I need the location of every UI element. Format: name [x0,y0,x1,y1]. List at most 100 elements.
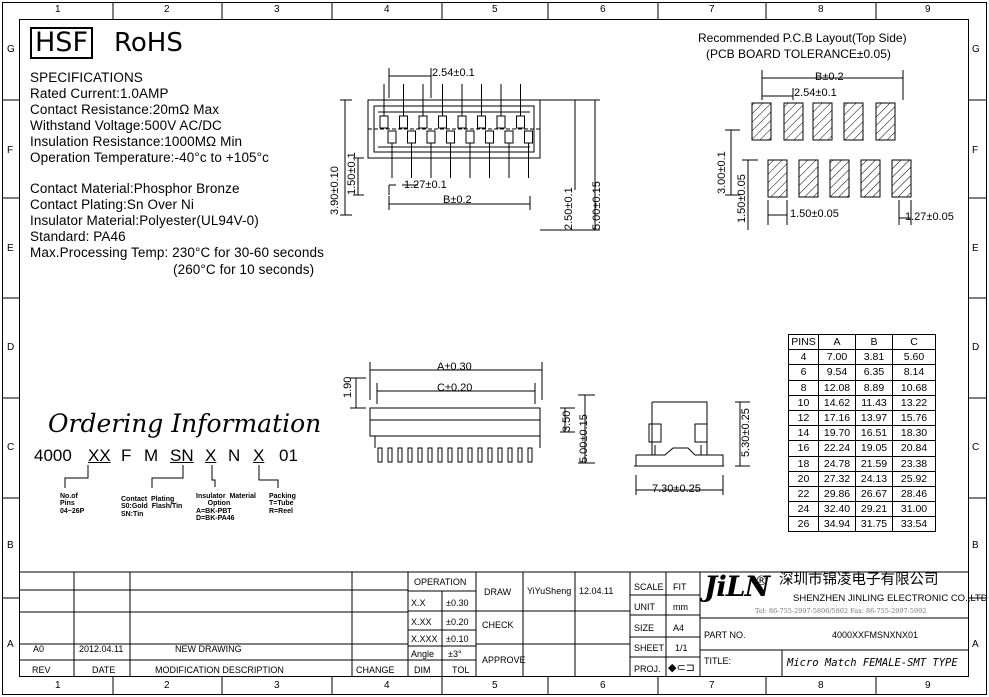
size-label: SIZE [634,623,655,633]
dim-label: 1.50±0.05 [790,208,839,220]
table-cell: B [855,333,893,351]
table-cell: 28.46 [892,485,936,503]
table-cell: 18 [788,455,819,472]
col-label: 8 [818,680,824,691]
note-insulator: Insulator Material Option A=BK-PBT D=BK-… [196,493,256,523]
row-label: E [972,243,979,254]
table-cell: 32.40 [818,501,856,518]
scale-label: SCALE [634,582,664,592]
drawer: YiYuSheng [527,586,572,596]
col-label: 2 [164,680,170,691]
header-date: DATE [92,665,116,675]
title-label: TITLE: [704,656,732,666]
dim-label: 7.30±0.25 [652,483,701,495]
col-label: 4 [384,680,390,691]
col-label: 5 [492,4,498,15]
row-label: G [972,44,980,55]
company-name-en: SHENZHEN JINLING ELECTRONIC CO.,LTD [793,593,988,604]
row-label: D [7,342,15,353]
tol-value: ±0.10 [446,634,469,644]
rev-value: A0 [33,644,45,654]
material-line: Contact Plating:Sn Over Ni [30,197,194,212]
pcb-subtitle: (PCB BOARD TOLERANCE±0.05) [706,47,891,61]
table-cell: 20 [788,470,819,487]
header-rev: REV [32,665,51,675]
table-cell: 24 [788,501,819,518]
table-cell: 24.13 [855,470,893,487]
sheet-label: SHEET [634,643,665,653]
material-line: Standard: PA46 [30,229,126,244]
header-change: CHANGE [356,665,395,675]
pcb-layout-drawing [725,70,912,230]
table-cell: 20.84 [892,440,936,457]
front-view-drawing [350,362,595,464]
dim-label: C±0.20 [437,382,473,394]
table-cell: 18.30 [892,425,936,442]
code-part: X [205,446,217,465]
row-label: B [972,540,979,551]
row-label: A [7,639,14,650]
table-cell: 25.92 [892,470,936,487]
tol-dim: X.X [411,598,426,608]
code-part: N [228,446,241,465]
table-cell: 4 [788,349,819,366]
col-label: 9 [925,680,931,691]
table-cell: 27.32 [818,470,856,487]
pad [829,159,850,198]
pcb-title: Recommended P.C.B Layout(Top Side) [698,31,907,45]
dim-label: A±0.30 [437,361,472,373]
dim-label: 5.00±0.15 [578,414,590,463]
company-contact: Tel: 86-755-2997-5806/5802 Fax: 86-755-2… [755,607,927,615]
part-no-label: PART NO. [704,630,746,640]
table-cell: 22 [788,485,819,503]
projection-symbol-icon: ◆⊂⊐ [668,661,695,674]
table-cell: A [818,333,856,351]
sheet-value: 1/1 [675,643,688,653]
table-cell: 13.97 [855,409,893,427]
code-part: X [253,446,265,465]
ordering-title: Ordering Information [48,409,322,438]
tol-value: TOL [452,665,470,675]
dim-label: 3.50 [561,410,573,432]
table-cell: 11.43 [855,394,893,411]
note-pins: No.of Pins 04~26P [60,493,85,515]
spec-line: Contact Resistance:20mΩ Max [30,102,220,117]
spec-line: Insulation Resistance:1000MΩ Min [30,134,243,149]
material-line: Insulator Material:Polyester(UL94V-0) [30,213,259,228]
row-label: F [7,145,14,156]
pad [860,159,881,198]
table-cell: 14.62 [818,394,856,411]
table-cell: 15.76 [892,409,936,427]
table-cell: 31.75 [855,516,893,533]
table-cell: 14 [788,425,819,442]
col-label: 4 [384,4,390,15]
code-part: F [121,446,132,465]
col-label: 3 [274,4,280,15]
row-label: F [972,145,979,156]
company-logo: JiLN [704,570,770,603]
approve-label: APPROVE [482,655,526,665]
ordering-leaders [64,465,279,488]
code-part: SN [170,446,194,465]
unit-label: UNIT [634,602,655,612]
table-cell: 10.68 [892,379,936,396]
table-cell: 34.94 [818,516,856,533]
table-cell: 8.89 [855,379,893,396]
unit-value: mm [673,602,688,612]
table-cell: 26.67 [855,485,893,503]
company-name-cn: 深圳市锦凌电子有限公司 [779,572,939,588]
table-cell: 7.00 [818,349,856,366]
pad [812,102,833,141]
pad [767,159,788,198]
table-cell: 9.54 [818,364,856,381]
col-label: 6 [600,4,606,15]
row-label: D [972,342,980,353]
